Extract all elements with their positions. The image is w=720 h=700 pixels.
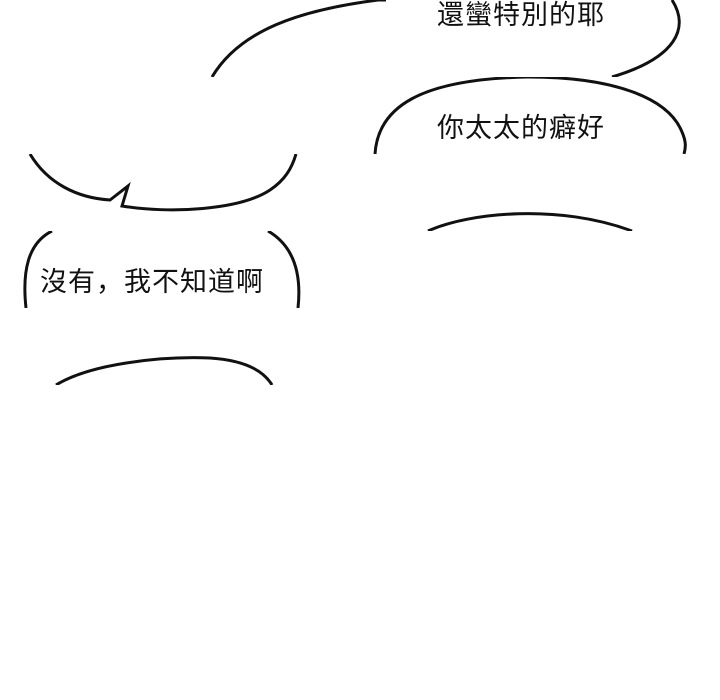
speech-bubble-outline-bottom [55, 356, 274, 385]
speech-bubble-outline-right-3 [427, 212, 633, 231]
comic-strip-3 [0, 154, 720, 231]
speech-bubble-text-2: 你太太的癖好 [437, 113, 605, 144]
strip-4-art [23, 231, 301, 308]
strip-1-art [210, 0, 681, 77]
strip-5-art [55, 356, 274, 385]
comic-strip-4: 沒有，我不知道啊 [0, 231, 720, 308]
speech-bubble-outline-right-top [611, 0, 681, 77]
speech-bubble-text-1: 還蠻特別的耶 [437, 0, 605, 31]
comic-strip-2: 你太太的癖好 [0, 77, 720, 154]
comic-strip-5 [0, 308, 720, 385]
comic-strip-1: 還蠻特別的耶 [0, 0, 720, 77]
speech-bubble-outline-left-4b [267, 231, 301, 308]
strip-2-art [373, 77, 687, 154]
comic-empty-area [0, 385, 720, 700]
speech-bubble-outline-left-top [210, 0, 379, 77]
speech-bubble-outline-right-2 [373, 77, 687, 154]
speech-bubble-outline-left-4a [23, 231, 53, 308]
speech-bubble-tail [28, 154, 298, 212]
strip-3-art [28, 154, 633, 231]
speech-bubble-text-3: 沒有，我不知道啊 [40, 267, 264, 298]
